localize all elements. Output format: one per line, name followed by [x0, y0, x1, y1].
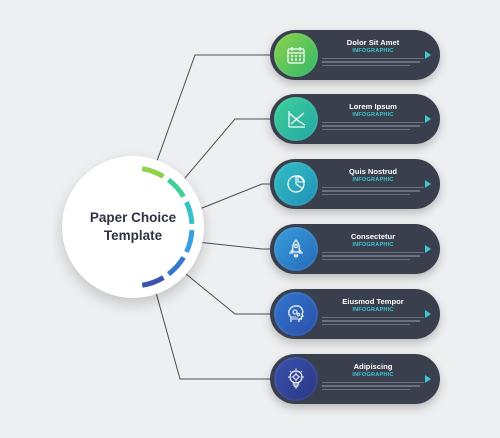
- calendar-icon: [287, 47, 305, 64]
- connector-line: [190, 240, 272, 250]
- hub-segment: [166, 177, 186, 198]
- pie-chart-icon: [287, 174, 306, 193]
- line-chart-icon: [288, 111, 306, 128]
- step-subtitle: INFOGRAPHIC: [352, 177, 394, 183]
- step-icon-badge: [274, 227, 318, 271]
- step-title: Dolor Sit Amet: [346, 38, 400, 47]
- central-hub: Paper Choice Template: [62, 156, 204, 298]
- connector-line: [176, 118, 272, 188]
- step-title: Adipiscing: [353, 362, 393, 371]
- hub-segment: [141, 166, 165, 179]
- step-subtitle: INFOGRAPHIC: [352, 242, 394, 248]
- placeholder-text-lines: [322, 317, 424, 326]
- step-icon-badge: [274, 292, 318, 336]
- lightbulb-gear-icon: [288, 368, 304, 389]
- rocket-icon: [288, 239, 304, 258]
- connector-line: [176, 266, 272, 315]
- hub-segment: [166, 256, 186, 277]
- placeholder-text-lines: [322, 252, 424, 261]
- hub-title-line-1: Paper Choice: [89, 210, 177, 225]
- placeholder-text-lines: [322, 382, 424, 391]
- step-subtitle: INFOGRAPHIC: [352, 112, 394, 118]
- step-subtitle: INFOGRAPHIC: [352, 307, 394, 313]
- hub-segment: [184, 229, 195, 253]
- step-title: Quis Nostrud: [348, 167, 398, 176]
- placeholder-text-lines: [322, 187, 424, 196]
- connector-line: [190, 183, 272, 214]
- arrow-right-icon[interactable]: [425, 310, 431, 318]
- hub-segment: [184, 201, 195, 225]
- step-title: Eiusmod Tempor: [342, 297, 404, 306]
- arrow-right-icon[interactable]: [425, 245, 431, 253]
- step-icon-badge: [274, 97, 318, 141]
- arrow-right-icon[interactable]: [425, 375, 431, 383]
- step-title: Consectetur: [350, 232, 396, 241]
- step-icon-badge: [274, 33, 318, 77]
- arrow-right-icon[interactable]: [425, 180, 431, 188]
- connector-line: [152, 282, 272, 380]
- step-icon-badge: [274, 162, 318, 206]
- hub-title-line-2: Template: [103, 228, 163, 243]
- arrow-right-icon[interactable]: [425, 51, 431, 59]
- head-gears-icon: [288, 305, 304, 322]
- arrow-right-icon[interactable]: [425, 115, 431, 123]
- step-icon-badge: [274, 357, 318, 401]
- hub-segment: [141, 275, 165, 288]
- step-title: Lorem Ipsum: [349, 102, 397, 111]
- connector-line: [152, 54, 272, 172]
- step-subtitle: INFOGRAPHIC: [352, 48, 394, 54]
- step-subtitle: INFOGRAPHIC: [352, 372, 394, 378]
- placeholder-text-lines: [322, 122, 424, 131]
- placeholder-text-lines: [322, 58, 424, 67]
